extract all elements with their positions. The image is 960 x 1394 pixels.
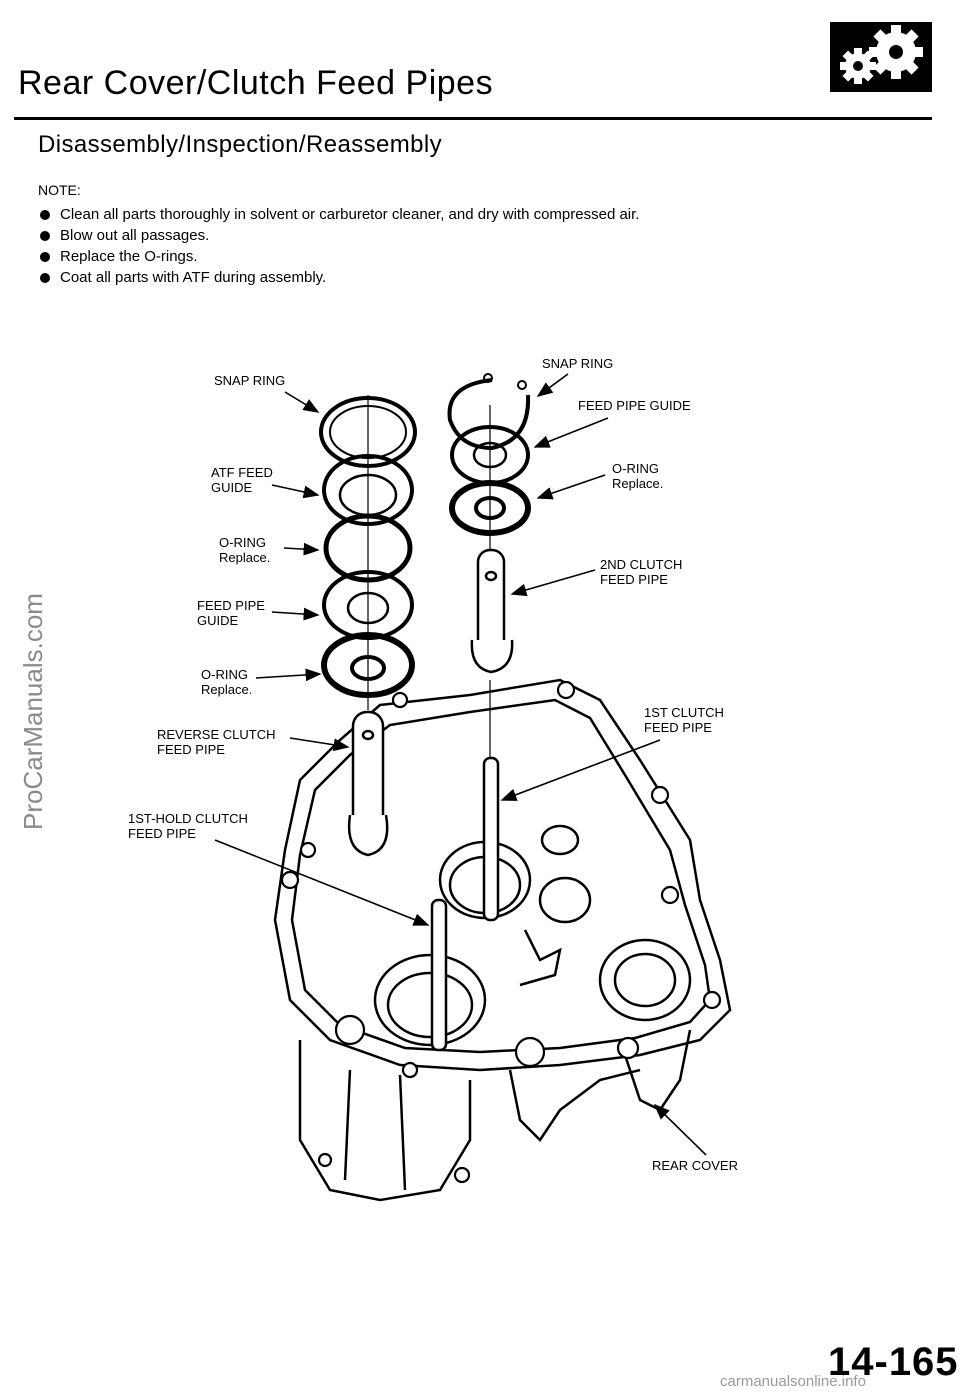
label-line: FEED PIPE [197,598,265,613]
second-clutch-pipe [470,548,514,674]
bolt-bosses [280,680,722,1184]
label-line: FEED PIPE [644,720,712,735]
gears-icon [830,22,932,92]
hold-clutch-pipe [430,898,448,1052]
section-title: Disassembly/Inspection/Reassembly [38,131,443,158]
label-atf-feed-guide: ATF FEED GUIDE [211,465,273,495]
label-line: Replace. [219,550,271,565]
watermark-side-text: ProCarManuals.com [18,593,48,830]
label-snap-ring-right: SNAP RING [542,356,614,371]
label-line: O-RING [201,667,248,682]
label-rear-cover: REAR COVER [652,1158,738,1173]
label-feed-pipe-guide-right: FEED PIPE GUIDE [578,398,691,413]
note-list: Clean all parts thoroughly in solvent or… [40,204,639,288]
label-second-clutch-pipe: 2ND CLUTCH FEED PIPE [600,557,682,587]
label-line: ATF FEED [211,465,273,480]
label-line: REVERSE CLUTCH [157,727,276,742]
label-hold-clutch-pipe: 1ST-HOLD CLUTCH FEED PIPE [128,811,248,841]
note-item: Coat all parts with ATF during assembly. [40,267,639,288]
rear-cover-housing [273,678,732,1202]
label-line: 2ND CLUTCH [600,557,683,572]
label-feed-pipe-guide-left: FEED PIPE GUIDE [197,598,265,628]
right-part-stack [447,373,531,536]
watermark-bottom: carmanualsonline.info [720,1373,866,1390]
label-snap-ring-left: SNAP RING [214,373,286,388]
page-number: 14-165 [828,1340,959,1384]
label-line: 1ST CLUTCH [644,705,724,720]
label-first-clutch-pipe: 1ST CLUTCH FEED PIPE [644,705,724,735]
label-line: O-RING [219,535,266,550]
leader-lines [214,373,707,1156]
label-line: O-RING [612,461,659,476]
label-line: FEED PIPE [128,826,196,841]
note-item: Blow out all passages. [40,225,639,246]
note-label: NOTE: [38,182,81,198]
label-line: FEED PIPE [600,572,668,587]
page-title: Rear Cover/Clutch Feed Pipes [18,64,494,102]
label-line: GUIDE [197,613,239,628]
note-item: Clean all parts thoroughly in solvent or… [40,204,639,225]
label-line: 1ST-HOLD CLUTCH [128,811,248,826]
label-oring-left-2: O-RING Replace. [201,667,252,697]
label-line: Replace. [612,476,664,491]
reverse-clutch-pipe [347,710,389,857]
note-item: Replace the O-rings. [40,246,639,267]
label-line: Replace. [201,682,253,697]
first-clutch-pipe [482,756,500,922]
bearing-housings [373,824,692,1047]
label-reverse-clutch-pipe: REVERSE CLUTCH FEED PIPE [157,727,275,757]
label-oring-right: O-RING Replace. [612,461,663,491]
label-line: FEED PIPE [157,742,225,757]
header-rule [14,117,932,120]
label-oring-left: O-RING Replace. [219,535,270,565]
label-line: GUIDE [211,480,253,495]
